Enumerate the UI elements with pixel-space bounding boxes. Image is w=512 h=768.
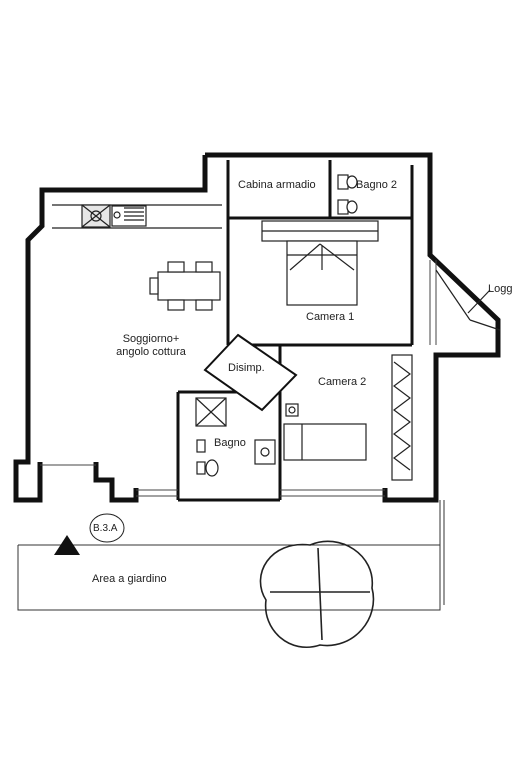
room-label-soggiorno-line1: Soggiorno+: [122, 333, 180, 345]
kitchen-counter: [52, 204, 222, 229]
single-bed: [283, 403, 367, 461]
garden-label: Area a giardino: [92, 573, 167, 585]
loggia-balcony: [435, 269, 501, 331]
room-label-soggiorno-line2: angolo cottura: [116, 346, 186, 358]
unit-marker: [54, 513, 125, 555]
disimpegno-door: [203, 333, 298, 412]
room-label-camera-2: Camera 2: [318, 376, 367, 388]
bathroom-2-fixtures: [337, 174, 358, 215]
room-label-cabina-armadio: Cabina armadio: [238, 179, 316, 191]
wardrobe-camera-1: [261, 220, 379, 242]
room-label-loggia: Logg: [488, 283, 512, 295]
garden-area: [17, 500, 445, 611]
room-label-soggiorno: Soggiorno+ angolo cottura: [96, 333, 206, 359]
room-label-disimpegno: Disimp.: [228, 362, 265, 374]
exterior-walls: [13, 152, 501, 503]
tree: [259, 540, 375, 648]
windows: [40, 260, 437, 497]
room-label-camera-1: Camera 1: [306, 311, 355, 323]
bathroom-fixtures: [195, 397, 276, 477]
unit-code-label: B.3.A: [93, 523, 118, 534]
double-bed: [286, 240, 358, 306]
wardrobe-camera-2: [391, 354, 413, 481]
room-label-bagno-2: Bagno 2: [356, 179, 397, 191]
dining-table: [149, 261, 221, 311]
room-label-bagno: Bagno: [214, 437, 246, 449]
